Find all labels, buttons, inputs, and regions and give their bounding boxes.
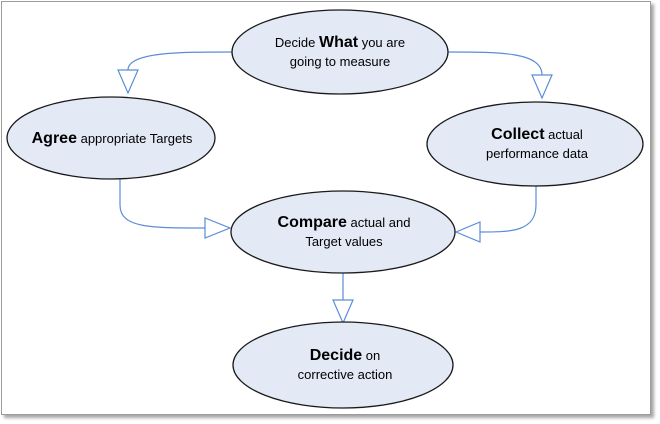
arrowhead-collect bbox=[531, 74, 553, 100]
label-pre: Decide bbox=[274, 35, 319, 50]
node-shapes bbox=[6, 9, 644, 409]
connector-agree-to-compare bbox=[119, 178, 206, 229]
node-shape-agree bbox=[6, 96, 216, 180]
connector-collect-to-compare bbox=[479, 185, 537, 233]
node-shape-compare bbox=[230, 190, 456, 274]
node-label-collect: Collect actual performance data bbox=[472, 125, 602, 163]
label-bold: What bbox=[318, 34, 359, 51]
node-collect: Collect actual performance data bbox=[472, 114, 602, 174]
label-bold: Collect bbox=[491, 126, 545, 143]
node-shape-decide-what bbox=[231, 9, 449, 95]
label-post: actual performance data bbox=[486, 127, 588, 161]
connectors bbox=[117, 51, 553, 325]
label-post: actual and Target values bbox=[305, 215, 411, 249]
label-post: you are going to measure bbox=[289, 35, 406, 69]
node-label-decide-action: Decide on corrective action bbox=[290, 346, 400, 384]
label-post: appropriate Targets bbox=[76, 130, 193, 146]
label-bold: Compare bbox=[277, 214, 347, 231]
arrowhead-compare-left bbox=[204, 217, 232, 239]
node-decide-what: Decide What you are going to measure bbox=[262, 22, 418, 82]
node-compare: Compare actual and Target values bbox=[272, 202, 416, 262]
node-shape-decide-action bbox=[232, 321, 454, 409]
node-agree: Agree appropriate Targets bbox=[24, 118, 200, 158]
arrowhead-action bbox=[332, 299, 354, 325]
node-decide-action: Decide on corrective action bbox=[290, 335, 400, 395]
label-bold: Decide bbox=[309, 347, 363, 364]
connector-decide-to-collect bbox=[447, 51, 543, 76]
node-label-decide-what: Decide What you are going to measure bbox=[262, 33, 418, 71]
label-post: on corrective action bbox=[297, 348, 393, 382]
node-shape-collect bbox=[426, 101, 644, 187]
arrowhead-compare-right bbox=[454, 221, 481, 243]
node-label-compare: Compare actual and Target values bbox=[272, 213, 416, 251]
arrowhead-agree bbox=[117, 69, 139, 95]
label-bold: Agree bbox=[31, 129, 77, 147]
connector-decide-to-agree bbox=[127, 51, 233, 71]
node-label-agree: Agree appropriate Targets bbox=[32, 129, 193, 148]
